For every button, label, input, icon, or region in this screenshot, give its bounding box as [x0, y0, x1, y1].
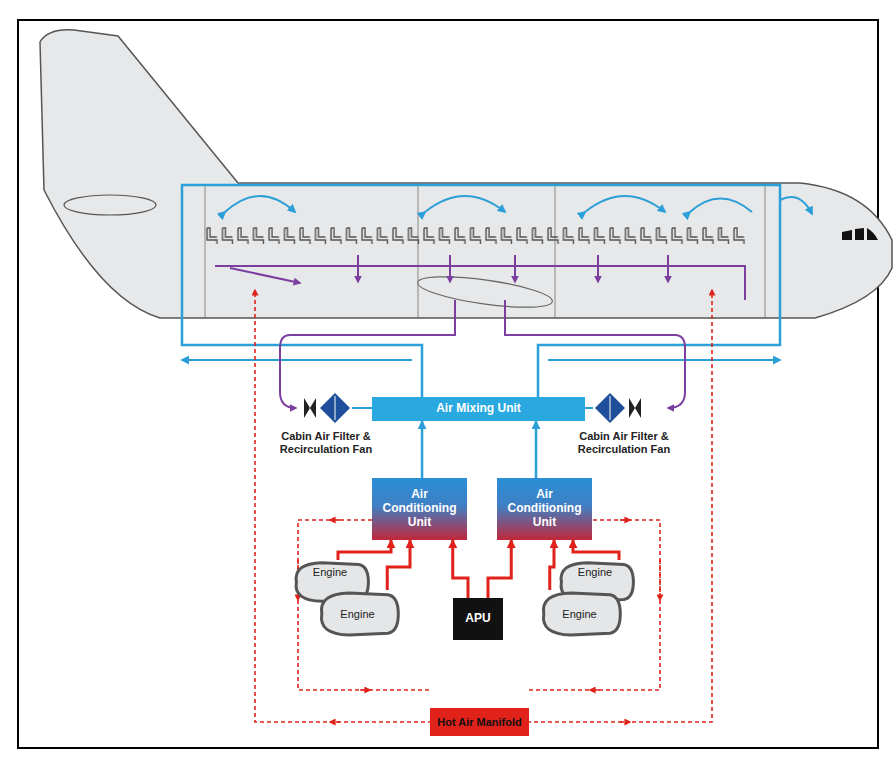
- bleed-air-connector: [387, 540, 410, 590]
- node-label: Engine: [578, 566, 612, 579]
- bleed-air-connector: [453, 540, 468, 598]
- air-conditioning-box: Air Conditioning Unit: [497, 478, 592, 540]
- engine-shape: Engine: [315, 590, 400, 638]
- bleed-air-connector: [573, 540, 619, 560]
- node-label: Air Conditioning Unit: [374, 488, 465, 529]
- mixing-unit-box: Air Mixing Unit: [372, 397, 585, 421]
- bleed-air-connector: [338, 540, 391, 560]
- engine-shape: Engine: [537, 590, 622, 638]
- air-flow-connector: [421, 421, 424, 478]
- apu-box: APU: [453, 598, 503, 640]
- manifold-box: Hot Air Manifold: [430, 708, 529, 736]
- node-label: Engine: [562, 608, 596, 621]
- node-label: APU: [465, 612, 490, 626]
- bleed-air-connector: [488, 540, 511, 598]
- node-label: Air Mixing Unit: [436, 402, 521, 416]
- bleed-air-connector: [550, 540, 554, 590]
- component-label: Cabin Air Filter & Recirculation Fan: [262, 430, 390, 456]
- air-flow-connector: [535, 421, 538, 478]
- node-label: Air Conditioning Unit: [499, 488, 590, 529]
- node-label: Engine: [313, 566, 347, 579]
- node-label: Hot Air Manifold: [437, 716, 522, 729]
- node-label: Engine: [340, 608, 374, 621]
- air-conditioning-box: Air Conditioning Unit: [372, 478, 467, 540]
- component-label: Cabin Air Filter & Recirculation Fan: [560, 430, 688, 456]
